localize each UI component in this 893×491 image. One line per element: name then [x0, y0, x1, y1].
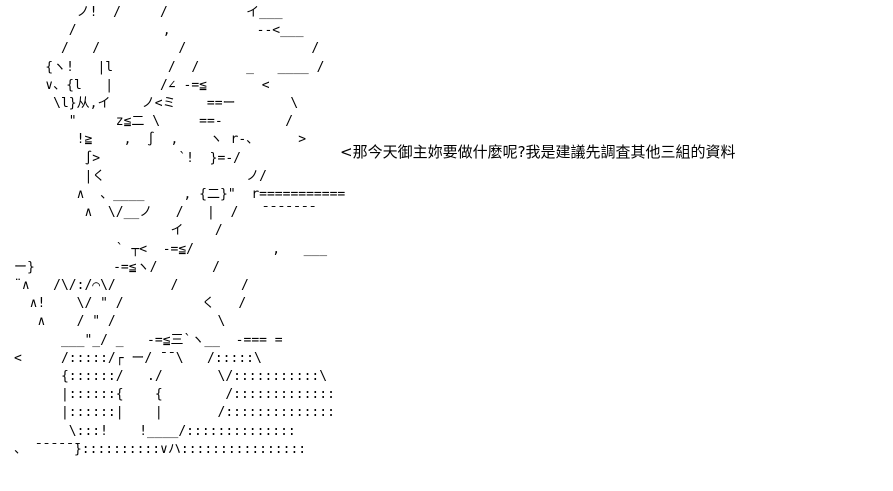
art-line: ∫> `! }=-/	[14, 150, 241, 166]
art-line: |く ノ/	[14, 168, 267, 184]
art-line: {ヽ! |l / / _ ____ /	[14, 59, 325, 75]
art-line: " z≦二 \ ==- /	[14, 114, 294, 130]
art-line: ∨、{l | /∠ -=≦ <	[14, 77, 270, 93]
ascii-art-figure: ノ! / / イ___ / , --<___ / / / / {ヽ! |l / …	[14, 4, 345, 459]
art-line: ___"_/ _ -=≦三`ヽ__ -=== =	[14, 332, 283, 348]
art-line: {::::::/ ./ \/:::::::::::\	[14, 369, 328, 385]
art-line: ` ┬< -=≦/ , ___	[14, 241, 328, 257]
art-line: ∧! \/ " / く /	[14, 296, 247, 312]
dialogue-text: <那今天御主妳要做什麼呢?我是建議先調査其他三組的資料	[340, 143, 736, 161]
art-line: ¨∧ /\/:/⌒\/ / /	[14, 278, 249, 294]
art-line: ∧ \/__ノ / | / ̄ ̄ ̄ ̄ ̄ ̄ ̄	[14, 205, 309, 221]
art-line: 、 ̄ ̄ ̄ ̄ ̄ ̄}::::::::::∨ハ::::::::::::::…	[14, 441, 307, 457]
art-line: ∧ / " / \	[14, 314, 226, 330]
art-line: < /:::::/┌ ー/ ̄ ̄ \ /:::::\	[14, 350, 262, 366]
art-line: ー} -=≦ヽ/ /	[14, 259, 221, 275]
art-line: ∧ 、____ , {二}" r===========	[14, 187, 346, 203]
art-line: ノ! / / イ___	[14, 5, 283, 20]
art-line: \l}从,イ ノ<ミ ==ー \	[14, 96, 299, 112]
art-line: \:::! !____/::::::::::::::	[14, 423, 296, 439]
art-line: |::::::| | /::::::::::::::	[14, 405, 335, 421]
art-line: !≧ , ∫ , ヽ r-、 >	[14, 132, 307, 148]
art-line: |::::::{ { /:::::::::::::	[14, 387, 335, 403]
art-line: イ /	[14, 223, 223, 239]
art-line: / / / /	[14, 41, 320, 57]
art-line: / , --<___	[14, 23, 304, 39]
